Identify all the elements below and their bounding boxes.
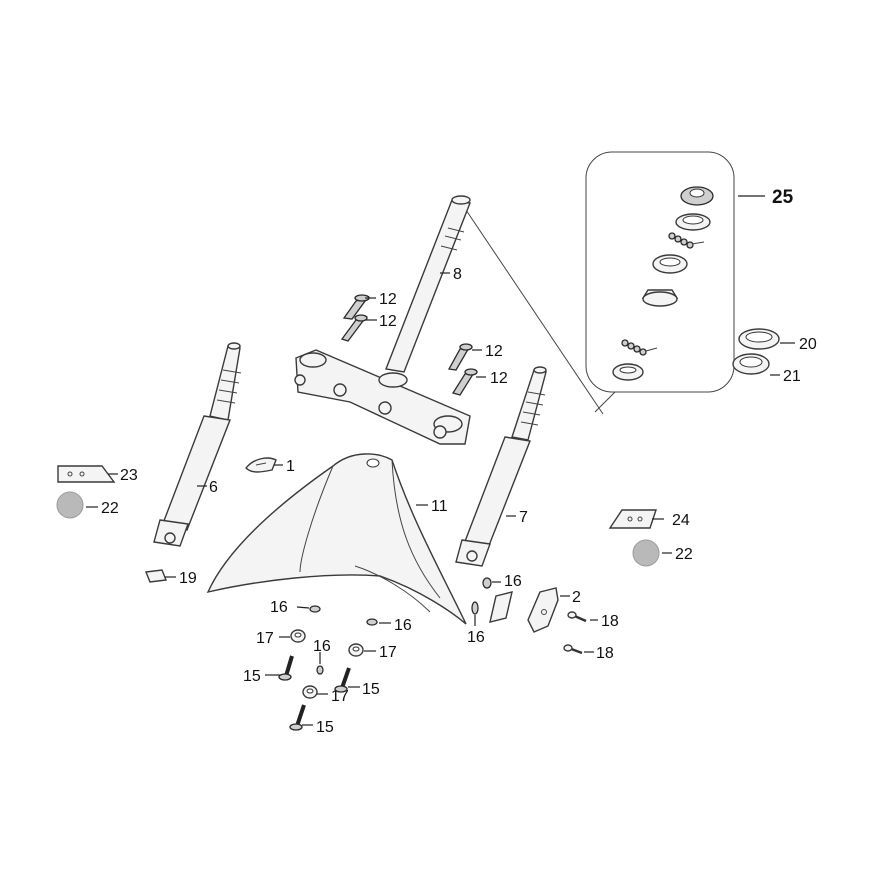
- bolt-icon: [334, 667, 351, 693]
- label-17a: 17: [256, 630, 274, 647]
- bracket-23-icon: [57, 465, 116, 483]
- label-12d: 12: [490, 370, 508, 387]
- clamp-bolt-icon: [342, 294, 370, 320]
- label-12c: 12: [485, 343, 503, 360]
- label-15b: 15: [362, 681, 380, 698]
- left-fork-leg-icon: [153, 342, 242, 547]
- race-21-icon: [732, 353, 770, 375]
- nut-icon: [471, 601, 479, 615]
- label-2: 2: [572, 589, 581, 606]
- clamp-bolt-icon: [451, 368, 478, 396]
- label-16e: 16: [313, 638, 331, 655]
- callout-pointer-upper: [465, 209, 604, 415]
- label-17b: 17: [379, 644, 397, 661]
- label-16b: 16: [467, 629, 485, 646]
- label-17c: 17: [331, 688, 349, 705]
- label-15a: 15: [243, 668, 261, 685]
- fender-clip-icon: [245, 457, 277, 473]
- label-6: 6: [209, 479, 218, 496]
- ball-cage-lower-icon: [621, 339, 658, 356]
- nut-icon: [309, 605, 321, 613]
- label-23: 23: [120, 467, 138, 484]
- label-24: 24: [672, 512, 690, 529]
- screw-icon: [563, 644, 583, 655]
- nut-icon: [482, 577, 492, 589]
- collar-icon: [348, 643, 364, 657]
- label-19: 19: [179, 570, 197, 587]
- label-18a: 18: [601, 613, 619, 630]
- label-20: 20: [799, 336, 817, 353]
- bracket-24-icon: [608, 509, 657, 529]
- nut-icon: [366, 618, 378, 626]
- collar-icon: [290, 629, 306, 643]
- label-16d: 16: [394, 617, 412, 634]
- label-18b: 18: [596, 645, 614, 662]
- callout-box: [585, 151, 735, 393]
- label-7: 7: [519, 509, 528, 526]
- clip-19-icon: [145, 569, 167, 583]
- bottom-race-icon: [612, 363, 644, 381]
- collar-icon: [302, 685, 318, 699]
- right-fork-leg-icon: [455, 366, 547, 567]
- reflector-cap-icon: [56, 491, 84, 519]
- front-fender-icon: [206, 453, 467, 625]
- bearing-kit-callout: [465, 151, 735, 415]
- label-11: 11: [431, 498, 448, 515]
- label-25: 25: [772, 187, 794, 208]
- label-16c: 16: [270, 599, 288, 616]
- reflector-cap-icon: [632, 539, 660, 567]
- lower-cone-icon: [641, 289, 679, 307]
- leader-16c: [296, 606, 310, 609]
- label-1: 1: [286, 458, 295, 475]
- label-16a: 16: [504, 573, 522, 590]
- nut-icon: [316, 665, 324, 675]
- label-21: 21: [783, 368, 801, 385]
- upper-race-icon: [675, 213, 711, 231]
- race-20-icon: [738, 328, 780, 350]
- clamp-bolt-icon: [447, 343, 473, 371]
- callout-pointer-lower: [594, 391, 616, 413]
- bolt-icon: [289, 704, 306, 731]
- label-22a: 22: [101, 500, 119, 517]
- screw-icon: [567, 611, 587, 623]
- label-12a: 12: [379, 291, 397, 308]
- label-15c: 15: [316, 719, 334, 736]
- clamp-bolt-icon: [340, 314, 368, 342]
- top-nut-icon: [680, 186, 714, 206]
- ball-cage-upper-icon: [668, 232, 705, 249]
- steering-stem-icon: [294, 195, 471, 445]
- label-8: 8: [453, 266, 462, 283]
- hose-holder-icon: [489, 587, 559, 633]
- label-12b: 12: [379, 313, 397, 330]
- label-22b: 22: [675, 546, 693, 563]
- cone-race-icon: [652, 254, 688, 274]
- bolt-icon: [278, 655, 294, 681]
